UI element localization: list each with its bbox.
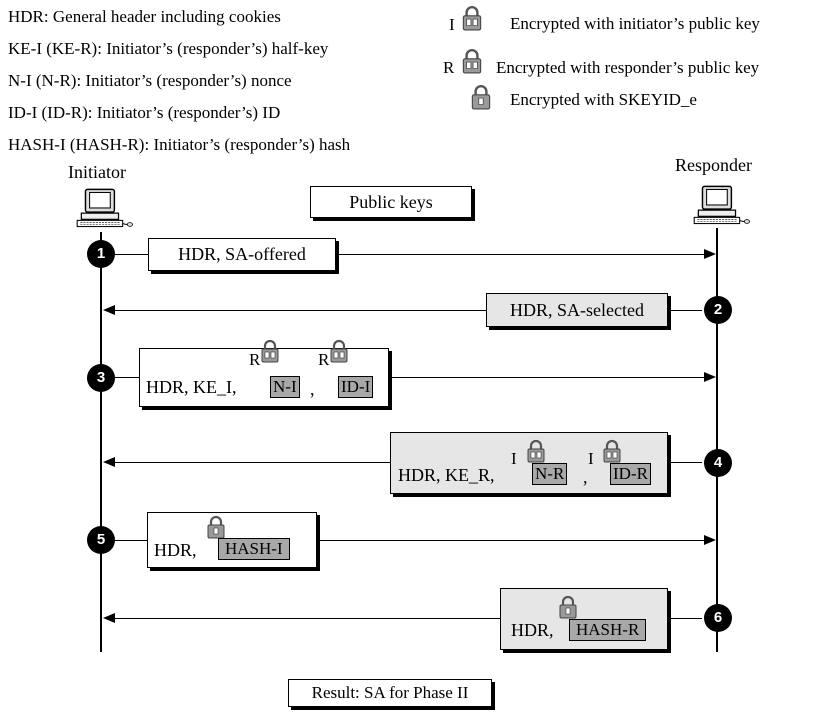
arrow-m2 bbox=[114, 310, 702, 311]
arrow-m5 bbox=[114, 540, 704, 541]
arrowhead-right bbox=[704, 249, 716, 259]
m6-enc-hash-r: HASH-R bbox=[569, 619, 647, 641]
step-6-badge: 6 bbox=[704, 604, 732, 632]
public-keys-box: Public keys bbox=[310, 186, 472, 218]
m4-key2: I bbox=[588, 449, 594, 468]
arrow-m3 bbox=[114, 377, 704, 378]
arrow-m1 bbox=[114, 254, 704, 255]
keylock-icon bbox=[329, 339, 349, 363]
responder-lifeline bbox=[716, 228, 718, 652]
key-prefix-i: I bbox=[449, 15, 455, 34]
arrowhead-left bbox=[103, 305, 115, 315]
legend-line-ke: KE-I (KE-R): Initiator’s (responder’s) h… bbox=[8, 39, 329, 58]
key-text-skeyid: Encrypted with SKEYID_e bbox=[510, 90, 697, 109]
lock-icon bbox=[558, 595, 578, 619]
step-4-badge: 4 bbox=[704, 449, 732, 477]
arrowhead-right bbox=[704, 372, 716, 382]
legend-line-id: ID-I (ID-R): Initiator’s (responder’s) I… bbox=[8, 103, 281, 122]
m3-prefix: HDR, KE_I, bbox=[146, 377, 237, 397]
step-5-badge: 5 bbox=[87, 526, 115, 554]
result-box: Result: SA for Phase II bbox=[288, 679, 492, 707]
lock-icon bbox=[206, 515, 226, 539]
arrowhead-left bbox=[103, 457, 115, 467]
m3-sep: , bbox=[310, 379, 315, 399]
arrowhead-right bbox=[704, 535, 716, 545]
initiator-label: Initiator bbox=[68, 162, 126, 182]
m3-enc-n-i: N-I bbox=[270, 376, 300, 398]
responder-label: Responder bbox=[675, 155, 752, 175]
m4-key1: I bbox=[511, 449, 517, 468]
step-1-badge: 1 bbox=[87, 240, 115, 268]
initiator-lifeline bbox=[100, 232, 102, 652]
m3-key2: R bbox=[318, 350, 330, 369]
message-5-box: HDR, HASH-I bbox=[147, 512, 317, 568]
m4-enc-n-r: N-R bbox=[532, 463, 568, 485]
key-prefix-r: R bbox=[443, 58, 455, 77]
legend-line-hdr: HDR: General header including cookies bbox=[8, 7, 281, 26]
responder-computer-icon bbox=[688, 185, 750, 227]
keylock-icon bbox=[461, 5, 483, 31]
step-2-badge: 2 bbox=[704, 296, 732, 324]
keylock-icon bbox=[260, 339, 280, 363]
key-text-initiator: Encrypted with initiator’s public key bbox=[510, 14, 760, 33]
m4-sep: , bbox=[583, 467, 588, 487]
m6-prefix: HDR, bbox=[511, 620, 554, 640]
legend-line-nonce: N-I (N-R): Initiator’s (responder’s) non… bbox=[8, 71, 292, 90]
arrowhead-left bbox=[103, 613, 115, 623]
lock-icon bbox=[470, 84, 492, 110]
m3-key1: R bbox=[249, 350, 261, 369]
legend-line-hash: HASH-I (HASH-R): Initiator’s (responder’… bbox=[8, 135, 351, 154]
message-3-box: HDR, KE_I, R N-I , R ID-I bbox=[139, 348, 389, 407]
message-6-box: HDR, HASH-R bbox=[500, 588, 668, 650]
message-4-box: HDR, KE_R, I N-R , I ID-R bbox=[390, 432, 668, 494]
m5-prefix: HDR, bbox=[154, 540, 197, 560]
key-text-responder: Encrypted with responder’s public key bbox=[496, 58, 760, 77]
m3-enc-id-i: ID-I bbox=[338, 376, 374, 398]
message-1-box: HDR, SA-offered bbox=[148, 238, 336, 271]
step-3-badge: 3 bbox=[87, 364, 115, 392]
keylock-icon bbox=[461, 48, 483, 74]
m4-enc-id-r: ID-R bbox=[610, 463, 651, 485]
keylock-icon bbox=[602, 439, 622, 463]
initiator-computer-icon bbox=[71, 188, 133, 230]
keylock-icon bbox=[526, 439, 546, 463]
message-2-box: HDR, SA-selected bbox=[486, 293, 668, 327]
m4-prefix: HDR, KE_R, bbox=[398, 465, 495, 485]
arrow-m6 bbox=[114, 618, 702, 619]
m5-enc-hash-i: HASH-I bbox=[218, 538, 290, 560]
